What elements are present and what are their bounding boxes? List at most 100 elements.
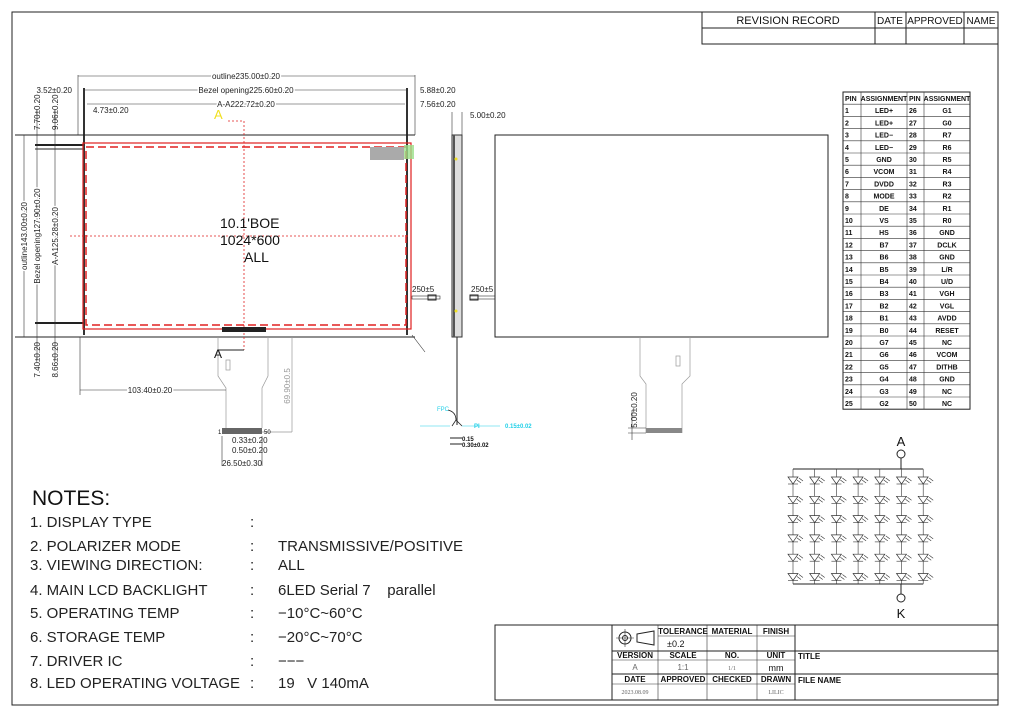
revision-title: REVISION RECORD <box>736 15 839 27</box>
pin-number: 12 <box>845 242 853 249</box>
pin-number: 19 <box>845 328 853 335</box>
note-label: 5. OPERATING TEMP <box>30 605 179 622</box>
pin-assignment: U/D <box>941 279 953 286</box>
pin-assignment: DVDD <box>874 181 894 188</box>
pin-assignment: B5 <box>880 267 889 274</box>
dim-fpc-length: 69.90±0.5 <box>283 368 292 404</box>
panel-label-view: ALL <box>244 249 269 265</box>
pin-assignment: R0 <box>943 218 952 225</box>
pin-number: 3 <box>845 133 849 140</box>
pin-number: 2 <box>845 120 849 127</box>
note-item: 4. MAIN LCD BACKLIGHT:6LED Serial 7 para… <box>30 582 436 599</box>
note-label: 7. DRIVER IC <box>30 653 123 670</box>
pin-header: PIN <box>909 96 921 103</box>
note-colon: : <box>250 675 254 692</box>
note-value: −−− <box>278 653 305 670</box>
note-colon: : <box>250 653 254 670</box>
pi-thickness: 0.15±0.02 <box>505 424 532 430</box>
dim-aa-width: A-A222.72±0.20 <box>217 100 275 109</box>
notes-section: NOTES: 1. DISPLAY TYPE:2. POLARIZER MODE… <box>30 487 463 692</box>
dim-top-7-70: 7.70±0.20 <box>33 94 42 130</box>
pin-assignment: G5 <box>879 364 888 371</box>
pin-number: 25 <box>845 401 853 408</box>
pin-assignment: AVDD <box>937 316 956 323</box>
pin-assignment: LED− <box>875 145 893 152</box>
tolerance-value: ±0.2 <box>667 639 684 649</box>
fpc-contacts <box>222 428 262 434</box>
pin-number: 15 <box>845 279 853 286</box>
led-diode-icon <box>895 553 912 562</box>
material-label: MATERIAL <box>712 627 753 636</box>
note-colon: : <box>250 582 254 599</box>
dim-wire-right: 250±5 <box>471 285 494 294</box>
pin-assignment: L/R <box>941 267 952 274</box>
pin-number: 32 <box>909 181 917 188</box>
pin-number: 46 <box>909 352 917 359</box>
pin-number: 1 <box>845 108 849 115</box>
note-item: 7. DRIVER IC: −−− <box>30 653 305 670</box>
pin-number: 30 <box>909 157 917 164</box>
led-diode-icon <box>809 515 825 524</box>
led-diode-icon <box>874 553 890 562</box>
pin-number: 18 <box>845 316 853 323</box>
pin-assignment: VS <box>879 218 889 225</box>
fpc-pin-first: 1 <box>218 430 222 436</box>
note-item: 6. STORAGE TEMP:−20°C~70°C <box>30 629 363 646</box>
pin-number: 23 <box>845 377 853 384</box>
pin-header: PIN <box>845 96 857 103</box>
pin-number: 47 <box>909 364 917 371</box>
pin-header: ASSIGNMENT <box>924 96 971 103</box>
checked-label: CHECKED <box>712 675 752 684</box>
pin-assignment: B3 <box>880 291 889 298</box>
revision-name-header: NAME <box>967 16 996 27</box>
led-diode-icon <box>874 573 890 582</box>
pin-assignment: G0 <box>942 120 951 127</box>
led-diode-icon <box>874 476 890 485</box>
led-diode-icon <box>830 534 847 543</box>
revision-approved-header: APPROVED <box>907 16 963 27</box>
pin-number: 13 <box>845 255 853 262</box>
led-diode-icon <box>830 515 847 524</box>
pin-number: 8 <box>845 194 849 201</box>
pin-number: 34 <box>909 206 917 213</box>
sheet-border <box>11 11 999 706</box>
pin-number: 43 <box>909 316 917 323</box>
pin-assignment: GND <box>939 230 955 237</box>
note-value: −10°C~60°C <box>278 605 363 622</box>
led-diode-icon <box>809 573 825 582</box>
led-diode-icon <box>895 534 912 543</box>
note-label: 6. STORAGE TEMP <box>30 629 165 646</box>
pin-number: 42 <box>909 303 917 310</box>
pin-assignment: B0 <box>880 328 889 335</box>
pin-assignment: G7 <box>879 340 888 347</box>
led-diode-icon <box>852 476 869 485</box>
title-label: TITLE <box>798 652 821 661</box>
pin-number: 14 <box>845 267 853 274</box>
pin-number: 45 <box>909 340 917 347</box>
file-name-label: FILE NAME <box>798 676 842 685</box>
led-diode-icon <box>809 534 825 543</box>
note-item: 8. LED OPERATING VOLTAGE:19 V 140mA <box>30 675 369 692</box>
note-value: TRANSMISSIVE/POSITIVE <box>278 538 463 555</box>
note-colon: : <box>250 629 254 646</box>
led-diode-icon <box>874 495 890 504</box>
pin-assignment: R4 <box>943 169 952 176</box>
pin-number: 11 <box>845 230 853 237</box>
pin-assignment: VGL <box>940 303 955 310</box>
pin-assignment: NC <box>942 401 952 408</box>
led-diode-icon <box>830 573 847 582</box>
pin-number: 28 <box>909 133 917 140</box>
dim-right-7-56: 7.56±0.20 <box>420 100 456 109</box>
